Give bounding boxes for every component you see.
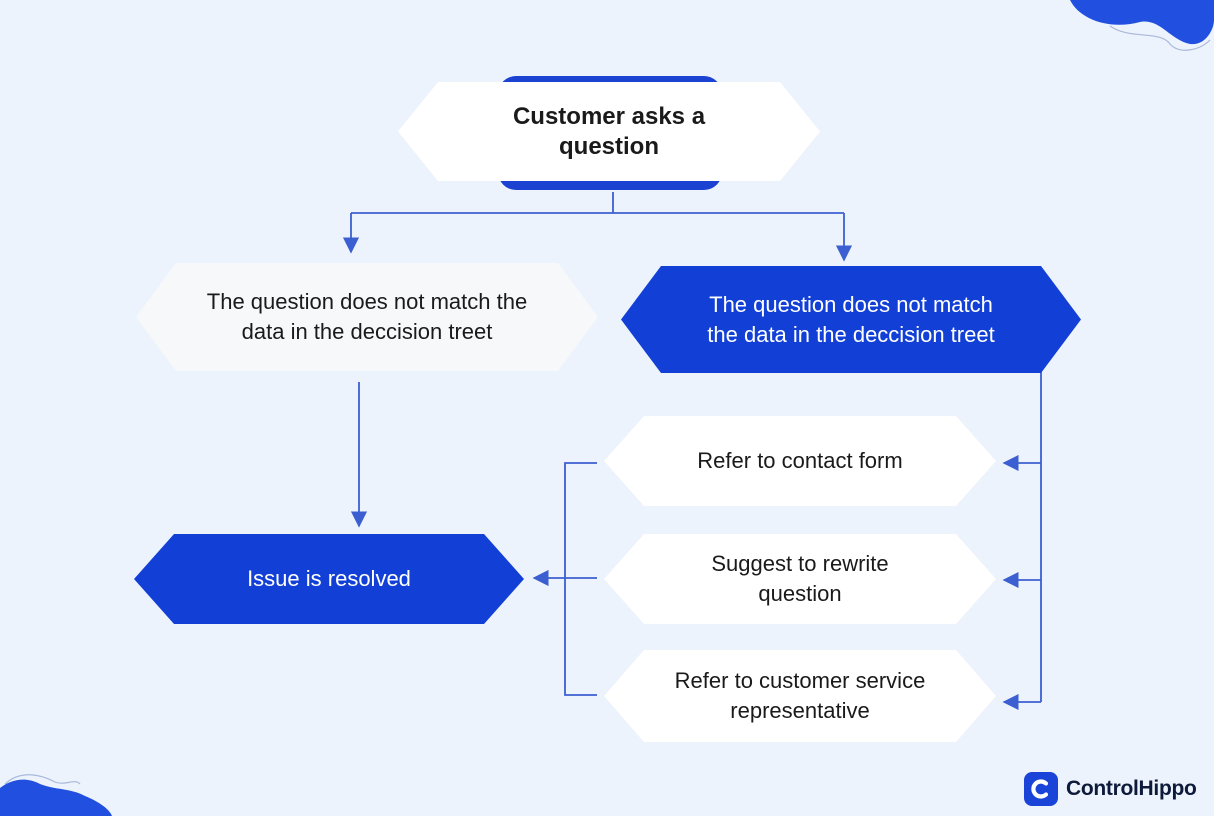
node-question-no-match-left: The question does not match the data in … [136, 263, 598, 371]
decorative-wave-bottom-left [0, 774, 112, 816]
node-label: The question does not match the data in … [206, 289, 528, 344]
brand-name: ControlHippo [1066, 777, 1197, 800]
node-customer-asks-question: Customer asks a question [398, 82, 820, 181]
node-label: Suggest to rewrite question [711, 551, 889, 606]
node-refer-contact-form: Refer to contact form [604, 416, 996, 506]
node-label: Issue is resolved [247, 566, 411, 591]
node-suggest-rewrite: Suggest to rewrite question [604, 534, 996, 624]
connector-options-bracket [564, 462, 597, 696]
node-refer-representative: Refer to customer service representative [604, 650, 996, 742]
node-label: Customer asks a question [512, 102, 706, 160]
node-label: Refer to contact form [697, 448, 903, 473]
node-question-no-match-right: The question does not match the data in … [621, 266, 1081, 373]
node-label: Refer to customer service representative [674, 668, 926, 723]
brand-logo: ControlHippo [1024, 772, 1197, 806]
decorative-wave-top-right [1070, 0, 1214, 51]
node-issue-resolved: Issue is resolved [134, 534, 524, 624]
controlhippo-logo-icon [1024, 772, 1058, 806]
node-label: The question does not match the data in … [707, 291, 995, 347]
